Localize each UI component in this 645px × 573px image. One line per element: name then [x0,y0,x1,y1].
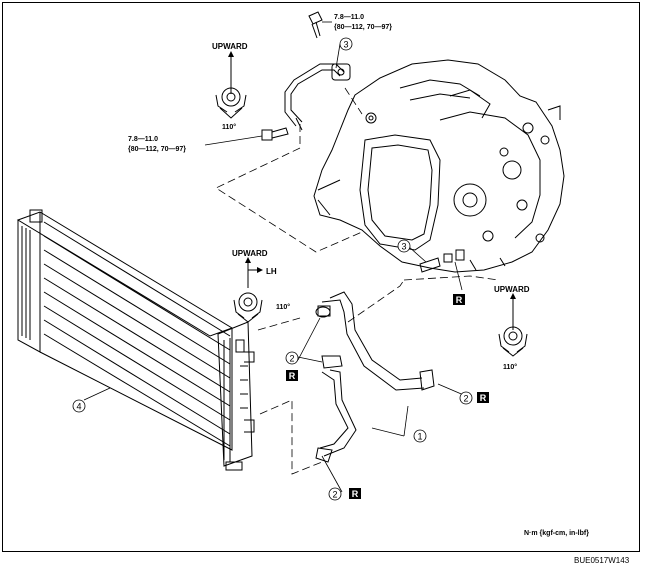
upper-cooler-pipe [284,63,351,131]
callout-2-lower: 2 [328,487,342,501]
svg-text:2: 2 [332,490,337,500]
leader-lines [83,21,467,493]
lh-orientation-indicator [233,257,263,323]
upward-orientation-indicator [215,51,247,119]
svg-text:2: 2 [463,394,468,404]
svg-text:R: R [456,295,463,305]
upper-bolt [308,11,323,39]
callout-2-upper: 2 [285,351,299,365]
svg-text:R: R [480,393,487,403]
svg-text:2: 2 [289,354,294,364]
frame-border [2,2,640,552]
diagram-code: BUE0517W143 [574,556,630,565]
svg-text:R: R [289,371,296,381]
callout-4: 4 [72,399,86,413]
upper-hose [315,291,435,391]
callout-3-lower: 3 [397,239,411,253]
angle-label-middle: 110° [276,303,290,311]
svg-text:4: 4 [76,402,81,412]
radiator [16,209,255,471]
torque-value-left: 7.8—11.0 [128,136,158,143]
lower-bolt [419,249,465,273]
callout-1: 1 [413,429,427,443]
lh-label: LH [266,267,277,276]
angle-label-top: 110° [222,123,236,131]
svg-text:R: R [352,489,359,499]
upward-label-middle: UPWARD [232,249,268,258]
torque-value-top: 7.8—11.0 [334,14,364,21]
left-bolt [261,127,289,141]
right-orientation-indicator [498,293,528,357]
callout-3-top: 3 [339,37,353,51]
angle-label-right: 110° [503,363,517,371]
svg-text:3: 3 [343,40,348,50]
alignment-dash-lines [215,87,499,475]
transaxle-assembly [313,59,565,273]
upward-label-right: UPWARD [494,285,530,294]
reuse-mark-transaxle: R [453,294,465,305]
lower-hose [315,355,357,463]
reuse-mark-lower-clamp: R [349,488,361,499]
callout-2-right: 2 [459,391,473,405]
units-note: N·m {kgf-cm, in-lbf} [524,530,589,537]
upward-label-top: UPWARD [212,42,248,51]
reuse-mark-right-clamp: R [477,392,489,403]
torque-units-left: {80—112, 70—97} [128,146,186,153]
svg-text:1: 1 [417,432,422,442]
reuse-mark-upper-clamp: R [286,370,298,381]
svg-text:3: 3 [401,242,406,252]
torque-units-top: {80—112, 70—97} [334,24,392,31]
